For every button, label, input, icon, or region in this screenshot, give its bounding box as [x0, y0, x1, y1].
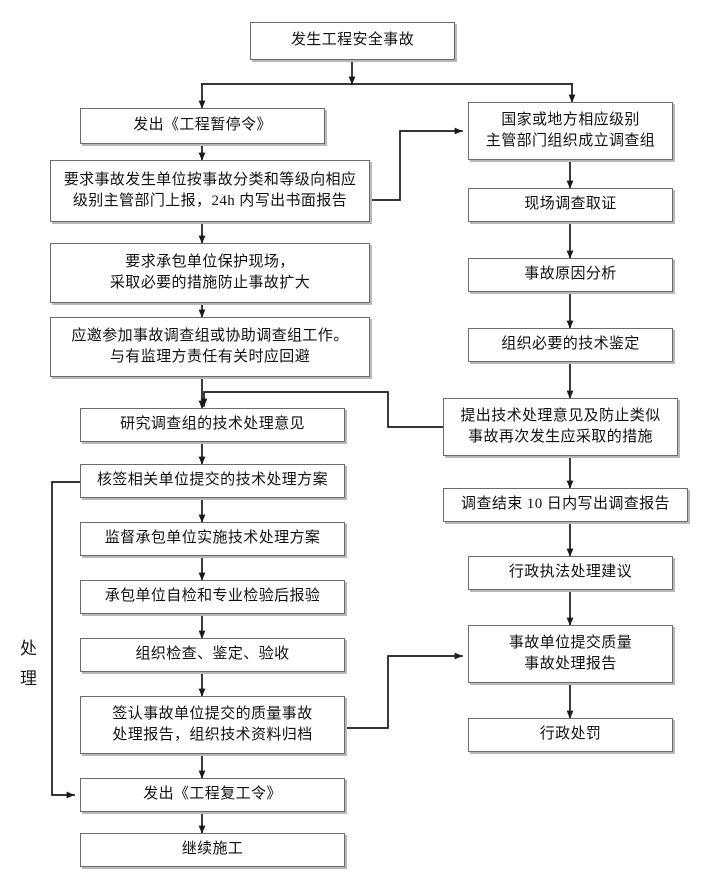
- node-incident-occurs[interactable]: 发生工程安全事故: [250, 22, 455, 60]
- node-cause-analysis[interactable]: 事故原因分析: [468, 258, 673, 292]
- node-technical-appraisal[interactable]: 组织必要的技术鉴定: [468, 328, 673, 362]
- node-label: 发出《工程复工令》: [143, 786, 282, 803]
- node-label: 行政执法处理建议: [508, 564, 633, 581]
- node-label: 要求承包单位保护现场， 采取必要的措施防止事故扩大: [109, 253, 311, 291]
- node-label: 调查结束 10 日内写出调查报告: [461, 496, 670, 513]
- node-label: 承包单位自检和专业检验后报验: [104, 588, 321, 605]
- node-study-technical-opinion[interactable]: 研究调查组的技术处理意见: [80, 408, 345, 442]
- node-propose-preventive-measures[interactable]: 提出技术处理意见及防止类似 事故再次发生应采取的措施: [443, 398, 678, 456]
- node-continue-construction[interactable]: 继续施工: [80, 833, 345, 867]
- node-sign-quality-report-archive[interactable]: 签认事故单位提交的质量事故 处理报告，组织技术资料归档: [80, 696, 345, 754]
- node-label: 研究调查组的技术处理意见: [120, 416, 305, 433]
- node-countersign-technical-plan[interactable]: 核签相关单位提交的技术处理方案: [80, 464, 345, 498]
- edge-l6-l11: [51, 481, 81, 799]
- node-join-investigation-group[interactable]: 应邀参加事故调查组或协助调查组工作。 与有监理方责任有关时应回避: [50, 317, 370, 377]
- node-label: 发出《工程暂停令》: [133, 117, 272, 134]
- node-label: 国家或地方相应级别 主管部门组织成立调查组: [485, 111, 656, 149]
- node-label: 行政处罚: [539, 726, 602, 743]
- node-contractor-self-inspection[interactable]: 承包单位自检和专业检验后报验: [80, 580, 345, 614]
- node-label: 事故单位提交质量 事故处理报告: [508, 634, 633, 672]
- side-label-char-1: 处: [20, 639, 38, 658]
- node-organize-inspection-acceptance[interactable]: 组织检查、鉴定、验收: [80, 638, 345, 672]
- node-administrative-penalty[interactable]: 行政处罚: [468, 718, 673, 752]
- node-label: 签认事故单位提交的质量事故 处理报告，组织技术资料归档: [112, 705, 313, 743]
- node-require-report-to-authority[interactable]: 要求事故发生单位按事故分类和等级向相应 级别主管部门上报，24h 内写出书面报告: [50, 160, 370, 222]
- node-supervise-implementation[interactable]: 监督承包单位实施技术处理方案: [80, 522, 345, 556]
- node-issue-resumption-order[interactable]: 发出《工程复工令》: [80, 778, 345, 812]
- node-label: 继续施工: [181, 841, 244, 858]
- node-label: 事故原因分析: [524, 266, 617, 283]
- node-issue-suspension-order[interactable]: 发出《工程暂停令》: [80, 108, 325, 144]
- side-label-processing: 处 理: [16, 634, 42, 694]
- edge-l10-r8: [344, 652, 463, 729]
- node-label: 监督承包单位实施技术处理方案: [104, 530, 321, 547]
- node-establish-investigation-group[interactable]: 国家或地方相应级别 主管部门组织成立调查组: [468, 102, 673, 160]
- node-label: 要求事故发生单位按事故分类和等级向相应 级别主管部门上报，24h 内写出书面报告: [63, 171, 357, 209]
- node-label: 应邀参加事故调查组或协助调查组工作。 与有监理方责任有关时应回避: [71, 327, 349, 365]
- node-label: 发生工程安全事故: [290, 32, 415, 49]
- node-site-investigation-evidence[interactable]: 现场调查取证: [468, 188, 673, 222]
- node-protect-scene[interactable]: 要求承包单位保护现场， 采取必要的措施防止事故扩大: [50, 243, 370, 303]
- node-label: 组织检查、鉴定、验收: [135, 646, 290, 663]
- node-administrative-enforcement-advice[interactable]: 行政执法处理建议: [468, 556, 673, 590]
- node-unit-submits-quality-report[interactable]: 事故单位提交质量 事故处理报告: [468, 625, 673, 683]
- node-investigation-report-10-days[interactable]: 调查结束 10 日内写出调查报告: [443, 488, 688, 522]
- node-label: 组织必要的技术鉴定: [501, 336, 640, 353]
- edge-r5-l5: [200, 391, 444, 428]
- node-label: 提出技术处理意见及防止类似 事故再次发生应采取的措施: [460, 407, 661, 445]
- node-label: 核签相关单位提交的技术处理方案: [96, 472, 328, 489]
- side-label-char-2: 理: [20, 668, 38, 688]
- node-label: 现场调查取证: [524, 196, 617, 213]
- edge-l2-r1: [369, 127, 463, 201]
